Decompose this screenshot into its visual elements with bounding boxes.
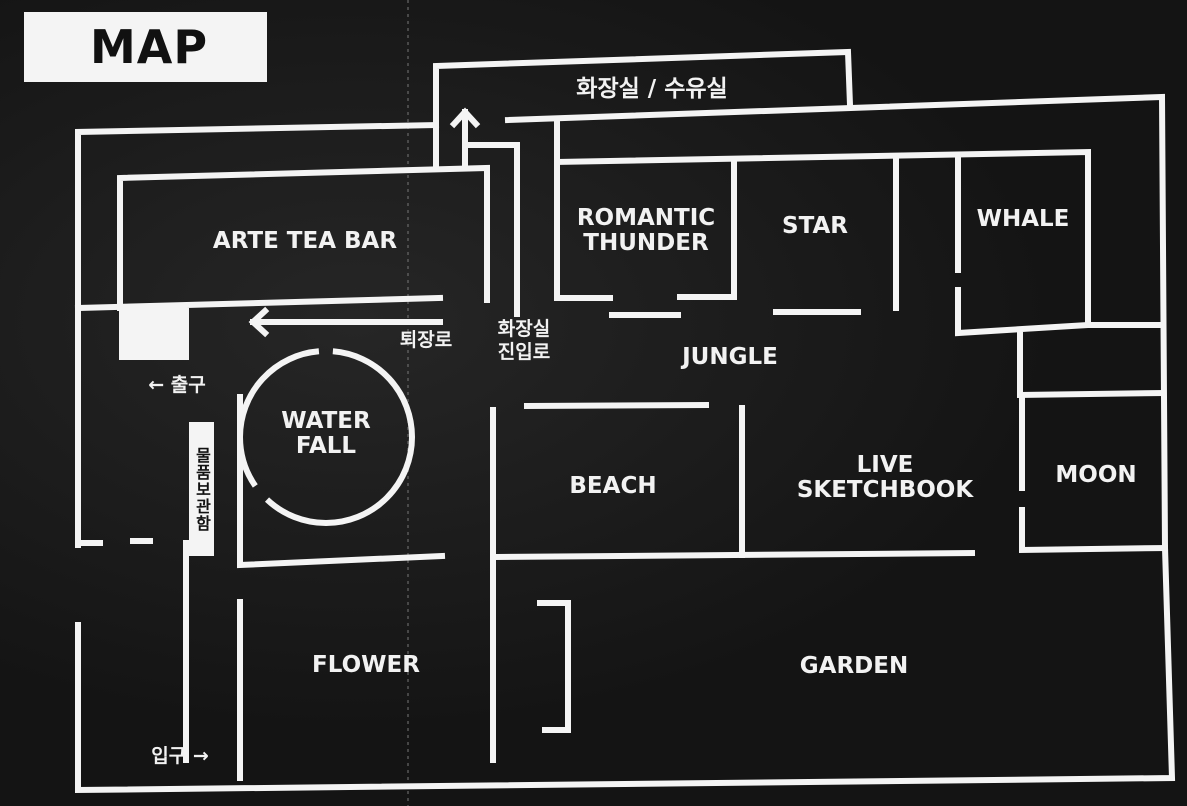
room-water-fall: WATER FALL: [281, 408, 371, 459]
exit-block: [119, 308, 189, 360]
restroom-entry-label: 화장실 진입로: [497, 318, 551, 363]
room-moon: MOON: [1055, 462, 1137, 488]
room-flower: FLOWER: [312, 652, 420, 678]
arte-tea-bar-wall: [117, 164, 490, 311]
exit-path-label: 퇴장로: [399, 329, 453, 351]
room-star: STAR: [782, 213, 848, 239]
restroom-label: 화장실 / 수유실: [576, 76, 728, 102]
room-beach: BEACH: [569, 473, 657, 499]
map-title: MAP: [24, 12, 267, 82]
storage-label: 물품보관함: [189, 422, 214, 556]
room-romantic-thunder: ROMANTIC THUNDER: [576, 205, 716, 256]
room-garden: GARDEN: [799, 653, 909, 679]
restroom-wall: [433, 48, 854, 169]
room-jungle: JUNGLE: [682, 344, 778, 370]
moon-wall: [1017, 332, 1166, 399]
room-whale: WHALE: [976, 206, 1070, 232]
beach-wall: [523, 401, 710, 410]
corridor-wall: [74, 294, 444, 312]
rooms-top-wall: [554, 121, 1091, 328]
room-live-sketchbook: LIVE SKETCHBOOK: [796, 452, 974, 503]
outer-wall: [75, 93, 1176, 794]
waterfall-circle: [237, 348, 415, 526]
entrance-label: 입구 →: [151, 745, 209, 767]
room-arte-tea-bar: ARTE TEA BAR: [212, 228, 398, 254]
exit-label: ← 출구: [148, 374, 206, 396]
